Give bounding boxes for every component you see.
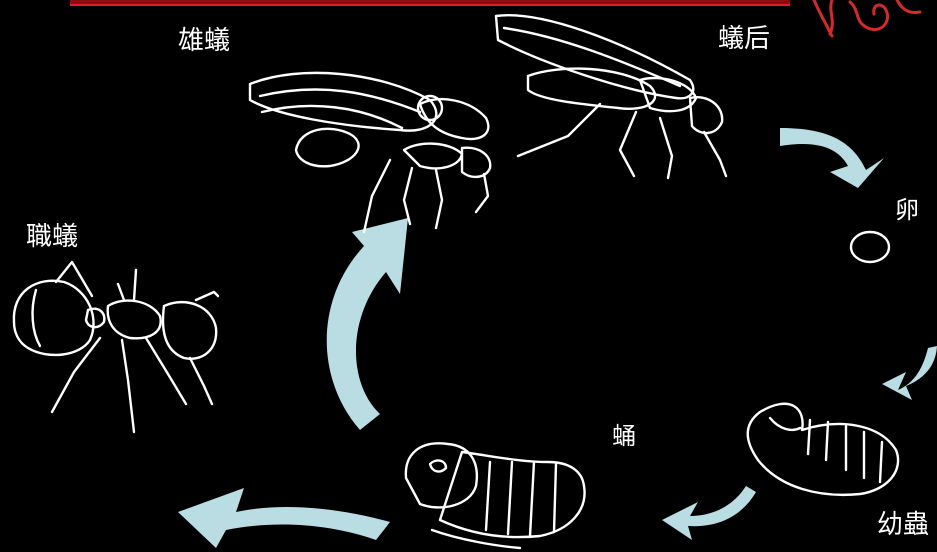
pupa-drawing: [406, 443, 585, 548]
label-egg: 卵: [895, 198, 919, 222]
larva-drawing: [748, 404, 898, 495]
arrow-queen-to-egg-icon: [780, 128, 884, 188]
label-pupa: 蛹: [612, 424, 636, 448]
label-queen: 蟻后: [718, 26, 770, 52]
egg-drawing: [851, 232, 889, 262]
arrow-pupa-to-worker-icon: [178, 488, 390, 548]
arrow-larva-to-pupa-icon: [662, 486, 756, 540]
arrow-worker-to-male-icon: [327, 218, 408, 430]
label-worker: 職蟻: [26, 224, 78, 250]
label-male: 雄蟻: [178, 28, 230, 54]
male-ant-drawing: [250, 73, 490, 232]
queen-ant-drawing: [496, 15, 726, 178]
label-larva: 幼蟲: [877, 512, 929, 538]
worker-ant-drawing: [14, 262, 218, 432]
arrow-egg-to-larva-icon: [882, 346, 937, 400]
